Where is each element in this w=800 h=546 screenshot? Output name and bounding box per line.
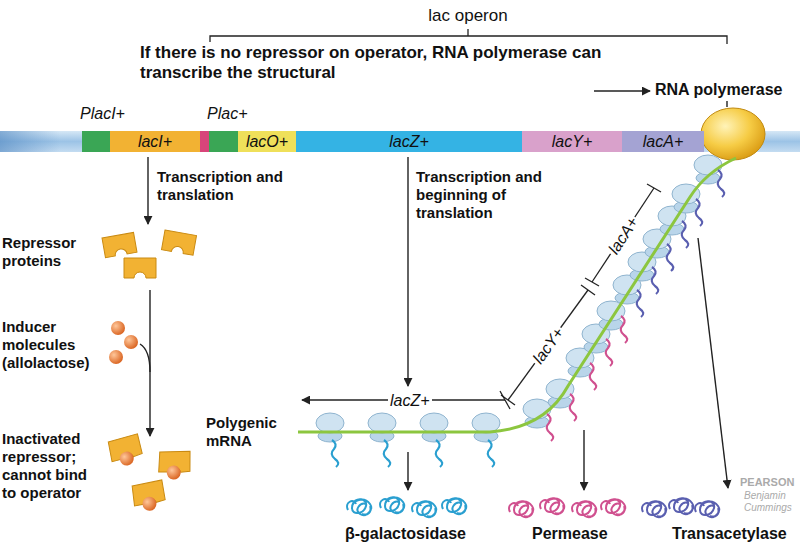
- rna-polymerase: [701, 108, 765, 160]
- arrows: [583, 430, 584, 490]
- gene-region-label: lacY+: [527, 321, 569, 368]
- ribosomes: [420, 413, 448, 442]
- polypeptides: [606, 339, 613, 366]
- repressor-proteins: [102, 232, 137, 257]
- gene-name: lacY+: [552, 131, 592, 152]
- protein-products: [572, 501, 596, 517]
- gene-name: lacO+: [246, 131, 288, 152]
- promoter-box: PlacI+: [82, 131, 110, 152]
- protein-products: [601, 499, 625, 515]
- protein-products: [509, 501, 533, 517]
- gene-brackets: [501, 395, 515, 405]
- protein-products: [642, 501, 666, 517]
- ribosomes: [316, 413, 344, 442]
- dna-strand: [0, 131, 60, 152]
- note-text: If there is no repressor on operator, RN…: [140, 43, 620, 83]
- arrows: [698, 238, 728, 488]
- promoter-box: Plac+: [209, 131, 238, 152]
- repressor-proteins: [162, 230, 197, 255]
- product-label: β-galactosidase: [345, 524, 466, 543]
- product-label: Transacetylase: [672, 524, 787, 543]
- dna-strand: [200, 131, 209, 152]
- polypeptides: [667, 244, 674, 271]
- polypeptides: [436, 440, 443, 467]
- arrows: [594, 90, 650, 91]
- gene-brackets: [585, 278, 599, 286]
- ribosomes: [472, 413, 500, 442]
- promoter-name: Plac+: [207, 104, 247, 124]
- polypeptides: [637, 290, 644, 317]
- process-label: Transcription and beginning of translati…: [416, 168, 581, 222]
- arrows: [407, 157, 408, 386]
- arrows: [140, 91, 728, 490]
- ribosomes: [316, 155, 722, 442]
- polypeptides: [718, 170, 725, 197]
- polypeptides: [570, 394, 577, 421]
- operator-segment: lacO+: [238, 131, 296, 152]
- repressor-proteins: [102, 230, 197, 278]
- operon-bracket: [210, 36, 727, 44]
- polypeptides: [332, 170, 725, 467]
- molecule-label: Inducer molecules (allolactose): [2, 318, 110, 372]
- polypeptides: [332, 440, 339, 467]
- arrows: [726, 101, 727, 107]
- gene-region-label: lacA+: [603, 211, 643, 259]
- gene-name: lacZ+: [389, 131, 429, 152]
- polypeptides: [384, 440, 391, 467]
- promoter-name: PlacI+: [80, 104, 125, 124]
- gene-region-label: lacZ+: [388, 391, 432, 410]
- repressor-proteins: [124, 258, 156, 278]
- operon-bracket: [210, 29, 727, 44]
- arrows: [140, 344, 150, 372]
- protein-products: [412, 501, 436, 517]
- gene-brackets: [647, 184, 661, 192]
- protein-products: [540, 498, 564, 514]
- protein-products: [442, 498, 466, 514]
- process-label: Transcription and translation: [157, 168, 307, 204]
- protein-products: [347, 499, 371, 515]
- watermark: Benjamin Cummings: [744, 490, 796, 514]
- polypeptides: [696, 199, 703, 226]
- protein-products: [380, 497, 404, 513]
- operon-title: lac operon: [418, 6, 518, 26]
- arrows: [147, 157, 148, 224]
- enzyme-label: RNA polymerase: [655, 80, 782, 99]
- watermark: PEARSON: [740, 476, 794, 489]
- gene-name: lacA+: [643, 131, 683, 152]
- polypeptides: [652, 267, 659, 294]
- product-label: Permease: [532, 524, 608, 543]
- polypeptides: [488, 440, 495, 467]
- gene-brackets: [581, 285, 595, 295]
- polypeptides: [547, 414, 554, 441]
- inactivated-repressors: [157, 448, 192, 481]
- protein-products: [669, 498, 693, 514]
- gene-segment: lacZ+: [296, 131, 522, 152]
- protein-products: [347, 497, 719, 517]
- gene-name: lacI+: [138, 131, 172, 152]
- polypeptides: [621, 316, 628, 343]
- molecule-label: Inactivated repressor; cannot bind to op…: [2, 430, 104, 502]
- operon-bracket: [467, 29, 468, 36]
- inactivated-repressors: [108, 434, 144, 468]
- inducer-molecules: [109, 321, 138, 364]
- gene-segment: lacA+: [622, 131, 704, 152]
- polygenic-mrna: [298, 158, 736, 432]
- arrows: [407, 452, 408, 490]
- inactivated-repressors: [132, 480, 166, 512]
- dna-strand: [0, 131, 800, 152]
- inducer-molecules: [109, 350, 123, 364]
- molecule-label: Repressor proteins: [2, 234, 102, 270]
- ribosomes: [368, 413, 396, 442]
- inducer-molecules: [111, 321, 125, 335]
- inducer-molecules: [124, 335, 138, 349]
- inactivated-repressors: [108, 434, 192, 512]
- polypeptides: [682, 221, 689, 248]
- gene-segment: lacY+: [522, 131, 622, 152]
- protein-products: [695, 501, 719, 517]
- dna-strand: [0, 131, 800, 152]
- mrna-label: Polygenic mRNA: [206, 414, 296, 450]
- gene-segment: lacI+: [110, 131, 200, 152]
- polypeptides: [590, 363, 597, 390]
